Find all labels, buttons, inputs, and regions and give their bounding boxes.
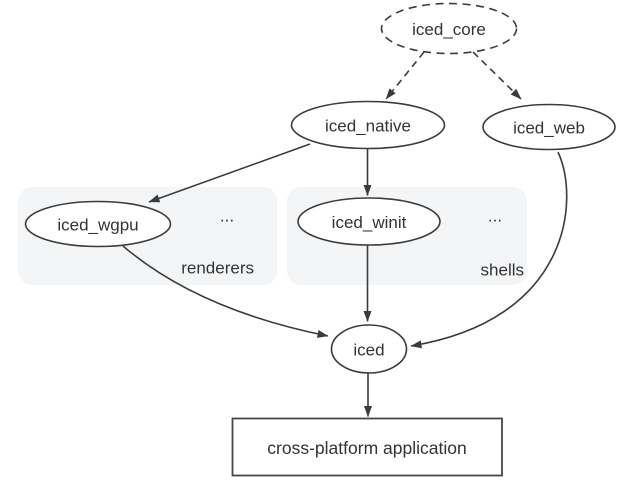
node-application: cross-platform application — [231, 417, 503, 477]
node-application-label: cross-platform application — [267, 438, 466, 458]
node-iced-core-label: iced_core — [412, 20, 486, 39]
edge-iced-core-to-iced-web — [472, 51, 522, 100]
edge-iced-wgpu-to-iced — [122, 245, 329, 338]
node-iced-winit: iced_winit — [297, 197, 441, 246]
node-iced-wgpu: iced_wgpu — [24, 200, 172, 248]
edge-iced-native-to-iced-wgpu — [148, 143, 311, 203]
node-iced-core-shape — [380, 2, 518, 55]
node-iced-web: iced_web — [482, 103, 616, 151]
node-iced-web-label: iced_web — [513, 119, 585, 138]
node-iced-winit-label: iced_winit — [332, 213, 407, 232]
edge-iced-core-to-iced-native — [385, 51, 425, 100]
group-shells-ellipsis: ... — [488, 207, 502, 226]
node-iced-shape — [330, 324, 408, 374]
group-renderers-ellipsis: ... — [220, 207, 234, 226]
group-renderers-label: renderers — [181, 259, 254, 278]
node-application-shape — [231, 417, 503, 477]
node-iced-wgpu-label: iced_wgpu — [57, 216, 138, 235]
node-iced-native-shape — [290, 100, 446, 150]
edge-iced-web-to-iced — [410, 151, 568, 349]
group-shells-label: shells — [481, 261, 524, 280]
node-iced: iced — [330, 324, 408, 374]
node-iced-web-shape — [482, 103, 616, 151]
node-iced-wgpu-shape — [24, 200, 172, 248]
node-iced-winit-shape — [297, 197, 441, 246]
node-iced-label: iced — [353, 341, 384, 360]
node-iced-core: iced_core — [380, 2, 518, 55]
node-iced-native: iced_native — [290, 100, 446, 150]
node-iced-native-label: iced_native — [325, 117, 411, 136]
